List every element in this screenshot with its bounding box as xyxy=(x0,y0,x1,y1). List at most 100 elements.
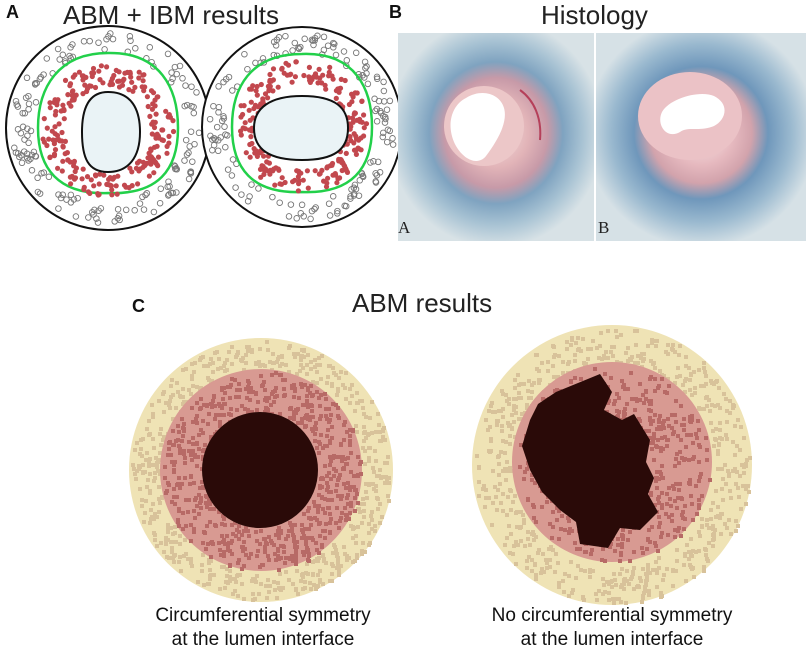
adventitia-pixel xyxy=(660,594,664,598)
media-pixel xyxy=(274,371,278,375)
adventitia-pixel xyxy=(517,396,521,400)
media-pixel xyxy=(278,373,282,377)
adventitia-pixel xyxy=(374,484,378,488)
adventitia-pixel xyxy=(636,361,640,365)
adventitia-pixel xyxy=(362,412,366,416)
red-cell xyxy=(108,183,114,189)
media-pixel xyxy=(326,428,330,432)
adventitia-pixel xyxy=(716,403,720,407)
open-cell xyxy=(228,172,236,179)
media-pixel xyxy=(660,436,664,440)
adventitia-pixel xyxy=(348,387,352,391)
media-pixel xyxy=(323,444,327,448)
media-pixel xyxy=(303,383,307,387)
adventitia-pixel xyxy=(538,378,542,382)
media-pixel xyxy=(657,515,661,519)
red-cell xyxy=(148,146,154,152)
adventitia-pixel xyxy=(639,579,643,583)
adventitia-pixel xyxy=(507,402,511,406)
media-pixel xyxy=(638,398,642,402)
adventitia-pixel xyxy=(253,597,257,601)
media-pixel xyxy=(200,467,204,471)
adventitia-pixel xyxy=(537,381,541,385)
red-cell xyxy=(349,115,356,121)
adventitia-pixel xyxy=(344,371,348,375)
adventitia-pixel xyxy=(744,487,748,491)
adventitia-pixel xyxy=(361,541,365,545)
adventitia-pixel xyxy=(609,580,613,584)
adventitia-pixel xyxy=(684,579,688,583)
open-cell xyxy=(356,177,364,184)
media-pixel xyxy=(306,509,310,513)
adventitia-pixel xyxy=(586,357,590,361)
media-pixel xyxy=(342,467,346,471)
media-pixel xyxy=(670,426,674,430)
red-cell xyxy=(135,181,141,187)
media-pixel xyxy=(195,442,199,446)
adventitia-pixel xyxy=(364,436,368,440)
media-pixel xyxy=(171,429,175,433)
adventitia-pixel xyxy=(326,375,330,379)
media-pixel xyxy=(305,399,309,403)
adventitia-pixel xyxy=(615,335,619,339)
adventitia-pixel xyxy=(372,470,376,474)
adventitia-pixel xyxy=(316,573,320,577)
media-pixel xyxy=(246,410,250,414)
media-pixel xyxy=(267,535,271,539)
media-pixel xyxy=(219,553,223,557)
adventitia-pixel xyxy=(331,551,335,555)
media-pixel xyxy=(607,399,611,403)
adventitia-pixel xyxy=(236,351,240,355)
adventitia-pixel xyxy=(508,442,512,446)
media-pixel xyxy=(303,527,307,531)
red-cell xyxy=(319,167,325,173)
open-cell xyxy=(241,50,248,58)
media-pixel xyxy=(206,422,210,426)
adventitia-pixel xyxy=(303,586,307,590)
adventitia-pixel xyxy=(137,467,141,471)
media-pixel xyxy=(339,497,343,501)
lumen-left xyxy=(80,90,142,174)
adventitia-pixel xyxy=(337,572,341,576)
adventitia-pixel xyxy=(727,472,731,476)
media-pixel xyxy=(690,502,694,506)
media-pixel xyxy=(304,542,308,546)
adventitia-pixel xyxy=(500,429,504,433)
adventitia-pixel xyxy=(182,554,186,558)
adventitia-pixel xyxy=(379,476,383,480)
red-cell xyxy=(301,72,307,79)
media-pixel xyxy=(590,548,594,552)
media-pixel xyxy=(665,444,669,448)
media-pixel xyxy=(694,432,698,436)
red-cell xyxy=(343,150,349,156)
adventitia-pixel xyxy=(504,440,508,444)
adventitia-pixel xyxy=(386,455,390,459)
adventitia-pixel xyxy=(138,452,142,456)
open-cell xyxy=(25,157,32,164)
adventitia-pixel xyxy=(650,338,654,342)
media-pixel xyxy=(195,504,199,508)
media-pixel xyxy=(192,530,196,534)
adventitia-pixel xyxy=(642,352,646,356)
open-cell xyxy=(372,107,379,115)
adventitia-pixel xyxy=(537,548,541,552)
open-cell xyxy=(173,70,180,78)
red-cell xyxy=(327,64,333,70)
adventitia-pixel xyxy=(547,547,551,551)
adventitia-pixel xyxy=(501,509,505,513)
media-pixel xyxy=(661,424,665,428)
media-pixel xyxy=(199,397,203,401)
adventitia-pixel xyxy=(305,363,309,367)
adventitia-pixel xyxy=(287,370,291,374)
media-pixel xyxy=(625,402,629,406)
adventitia-pixel xyxy=(191,384,195,388)
adventitia-pixel xyxy=(374,430,378,434)
media-pixel xyxy=(172,463,176,467)
adventitia-pixel xyxy=(539,571,543,575)
media-pixel xyxy=(353,509,357,513)
adventitia-pixel xyxy=(487,409,491,413)
red-cell xyxy=(52,112,59,118)
adventitia-pixel xyxy=(227,350,231,354)
media-pixel xyxy=(217,402,221,406)
adventitia-pixel xyxy=(630,355,634,359)
